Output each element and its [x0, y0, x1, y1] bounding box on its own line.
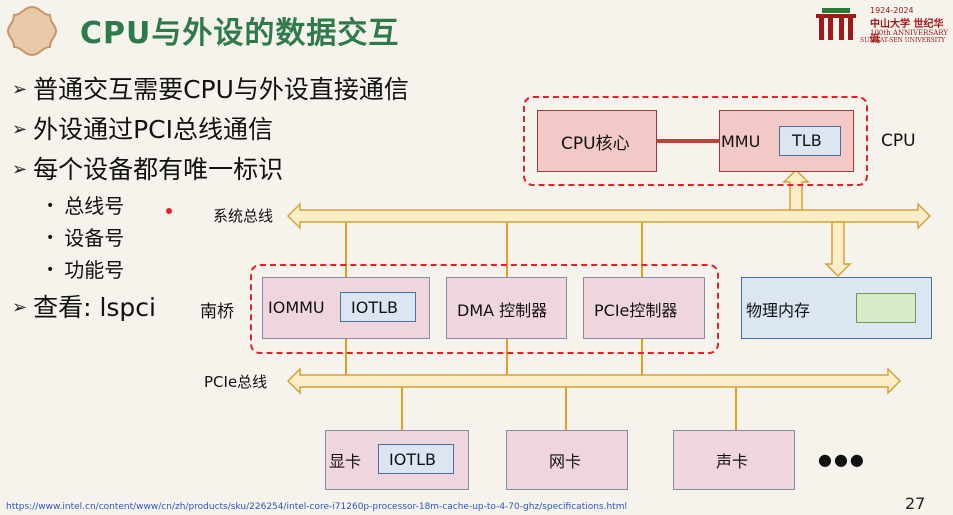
bullet-item: ➢查看: lspci	[12, 293, 156, 322]
iotlb-label: IOTLB	[351, 298, 398, 317]
south-bridge-label: 南桥	[200, 302, 234, 322]
system-bus-label: 系统总线	[213, 207, 274, 225]
logo-name-cn: 中山大学 世纪华诞	[870, 19, 944, 45]
cpu-group-label: CPU	[881, 131, 916, 151]
bullet-item: ➢每个设备都有唯一标识	[12, 155, 284, 184]
physical-memory-label: 物理内存	[746, 301, 811, 320]
memory-region-box	[856, 293, 916, 323]
iommu-label: IOMMU	[268, 298, 325, 317]
pcie-controller-box	[583, 277, 705, 339]
gpu-iotlb-box	[378, 444, 454, 474]
pcie-bus-label: PCIe总线	[204, 373, 268, 391]
tlb-box	[779, 126, 841, 156]
sub-bullet-item: •总线号	[46, 194, 125, 218]
cpu-core-box	[537, 110, 657, 172]
sound-card-label: 声卡	[716, 452, 749, 471]
gate-logo-icon	[816, 8, 856, 40]
mmu-label: MMU	[721, 132, 761, 151]
nic-box	[506, 430, 628, 490]
arrow-bullet-icon: ➢	[12, 297, 28, 318]
logo-line1: 100th ANNIVERSARY	[870, 29, 948, 37]
sub-bullet-item: •设备号	[46, 226, 125, 250]
dma-controller-box	[446, 277, 567, 339]
sound-card-box	[673, 430, 795, 490]
dma-controller-label: DMA 控制器	[457, 301, 548, 320]
badge-logo-icon	[6, 5, 58, 57]
slide-title: CPU与外设的数据交互	[80, 16, 400, 51]
sub-bullet-item: •功能号	[46, 258, 125, 282]
tlb-label: TLB	[792, 131, 822, 150]
arrow-bullet-icon: ➢	[12, 119, 28, 140]
iotlb-box	[340, 292, 416, 322]
more-devices-ellipsis: ●●●	[818, 450, 866, 469]
page-number: 27	[905, 494, 926, 513]
pcie-controller-label: PCIe控制器	[594, 301, 678, 320]
cpu-core-label: CPU核心	[561, 134, 630, 154]
mmu-bus-link	[782, 168, 810, 211]
logo-line2: SUN YAT-SEN UNIVERSITY	[860, 37, 946, 44]
pcie-bus-arrow	[286, 367, 902, 395]
gpu-iotlb-label: IOTLB	[389, 450, 436, 469]
memory-bus-link	[824, 221, 852, 278]
gpu-label: 显卡	[329, 452, 362, 471]
source-url-link[interactable]: https://www.intel.cn/content/www/cn/zh/p…	[6, 502, 627, 512]
arrow-bullet-icon: ➢	[12, 79, 28, 100]
bullet-item: ➢外设通过PCI总线通信	[12, 115, 273, 144]
nic-label: 网卡	[549, 452, 582, 471]
arrow-bullet-icon: ➢	[12, 159, 28, 180]
cpu-group-outline	[523, 96, 868, 186]
south-bridge-outline	[250, 264, 719, 354]
bullet-item: ➢普通交互需要CPU与外设直接通信	[12, 75, 409, 104]
pointer-dot	[166, 208, 172, 214]
logo-years: 1924-2024	[870, 6, 914, 15]
university-logo: 1924-2024 中山大学 世纪华诞 100th ANNIVERSARY SU…	[812, 4, 950, 46]
system-bus-arrow	[286, 202, 932, 230]
